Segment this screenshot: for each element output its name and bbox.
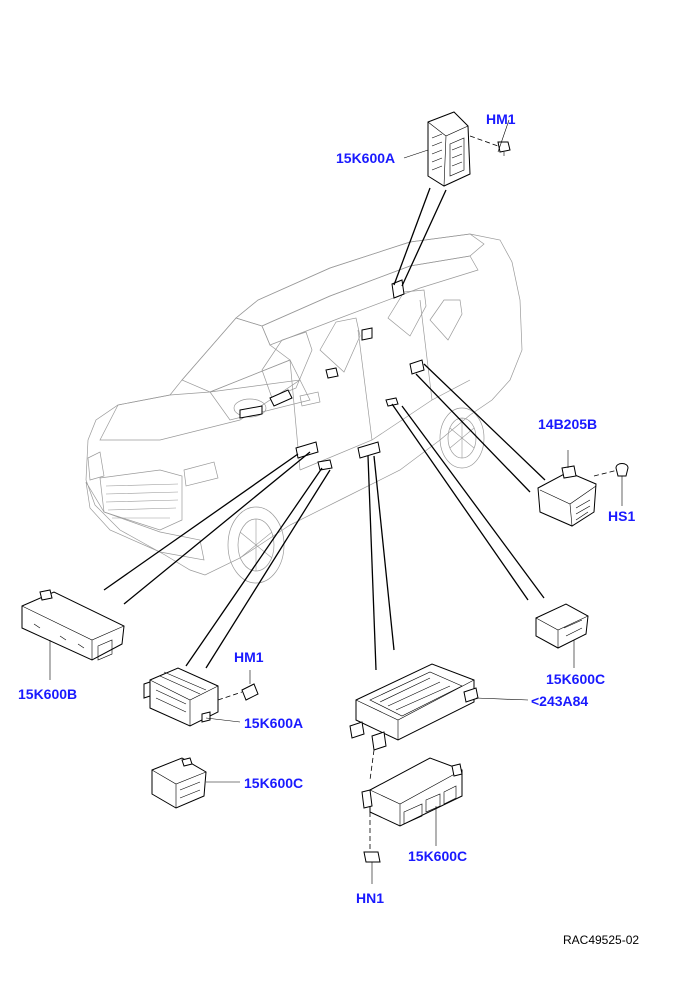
callout-15k600c-left: 15K600C bbox=[244, 775, 304, 791]
leader-lines bbox=[103, 187, 546, 671]
screw-hm1-mid bbox=[217, 670, 259, 701]
bracket-243a84 bbox=[349, 663, 529, 781]
module-15k600c-bottom bbox=[361, 757, 463, 850]
callout-15k600b: 15K600B bbox=[18, 686, 78, 702]
callout-hn1: HN1 bbox=[356, 890, 385, 906]
vehicle-outline bbox=[85, 233, 523, 584]
callout-243a84: <243A84 bbox=[531, 693, 589, 709]
module-15k600b bbox=[21, 589, 125, 680]
in-vehicle-modules bbox=[239, 279, 425, 471]
module-14b205b bbox=[537, 450, 597, 527]
callout-hm1-top: HM1 bbox=[486, 111, 516, 127]
callout-hm1-mid: HM1 bbox=[234, 649, 264, 665]
callout-15k600a-top: 15K600A bbox=[336, 150, 396, 166]
nut-hn1 bbox=[363, 851, 381, 884]
callout-14b205b: 14B205B bbox=[538, 416, 598, 432]
screw-hm1-top bbox=[469, 119, 511, 156]
callout-15k600c-right: 15K600C bbox=[546, 671, 606, 687]
callout-hs1: HS1 bbox=[608, 508, 636, 524]
reference-number: RAC49525-02 bbox=[563, 933, 640, 947]
callout-15k600a-mid: 15K600A bbox=[244, 715, 304, 731]
callout-line-15k600a-top bbox=[403, 149, 429, 159]
module-15k600a-mid bbox=[143, 667, 241, 727]
module-15k600a-top bbox=[427, 111, 471, 187]
module-15k600c-right bbox=[535, 603, 589, 668]
callout-15k600c-bottom: 15K600C bbox=[408, 848, 468, 864]
screw-hs1 bbox=[593, 463, 629, 506]
module-15k600c-left bbox=[151, 757, 240, 809]
